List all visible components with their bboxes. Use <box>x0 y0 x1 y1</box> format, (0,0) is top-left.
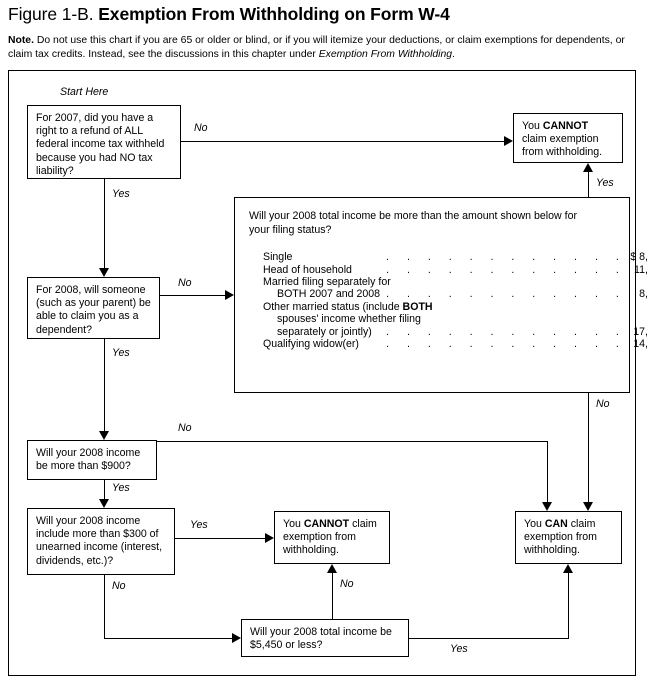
row-dots: . . . . . . . . . . . . <box>386 251 627 264</box>
edge-refund-no-line <box>181 141 504 142</box>
note-tail: . <box>452 49 455 60</box>
edge-total5450-yes-vline <box>568 573 569 639</box>
table-row: Single . . . . . . . . . . . . $ 8,950 <box>263 251 647 263</box>
node-question-income-900[interactable]: Will your 2008 income be more than $900? <box>27 440 157 480</box>
edge-dependent-no-line <box>160 295 225 296</box>
row-dots: . . . . . . . . . . . . <box>386 288 627 301</box>
edge-income900-no-hline <box>157 441 547 442</box>
edge-income900-yes-arrow <box>99 499 109 508</box>
edge-table-yes-arrow <box>583 163 593 172</box>
row-amount: 8,950 <box>639 288 647 301</box>
income-table-question-line2: your filing status? <box>249 223 332 236</box>
table-row: Head of household . . . . . . . . . . . … <box>263 264 647 276</box>
table-row: BOTH 2007 and 2008 . . . . . . . . . . .… <box>263 288 647 300</box>
node-question-refund-2007[interactable]: For 2007, did you have a right to a refu… <box>27 105 181 179</box>
edge-total5450-no-line <box>332 573 333 619</box>
can-text-a: You <box>524 518 545 530</box>
cannot-bottom-emphasis: CANNOT <box>303 518 350 530</box>
edge-label-unearned-yes: Yes <box>188 519 210 531</box>
edge-label-table-yes: Yes <box>594 177 616 189</box>
edge-income900-no-arrow <box>542 502 552 511</box>
edge-label-refund-yes: Yes <box>110 188 132 200</box>
row-amount: 14,400 <box>633 338 647 351</box>
row-label: Married filing separately for <box>263 276 391 288</box>
edge-label-total5450-no: No <box>338 578 356 590</box>
edge-income900-no-vline <box>547 441 548 502</box>
edge-total5450-yes-arrow <box>563 564 573 573</box>
node-question-total-5450[interactable]: Will your 2008 total income be $5,450 or… <box>241 619 409 657</box>
figure-label: Figure 1-B. <box>8 4 94 24</box>
edge-dependent-yes-arrow <box>99 431 109 440</box>
row-label-emphasis: BOTH <box>402 300 433 313</box>
row-label: spouses' income whether filing <box>277 313 421 326</box>
edge-table-no-line <box>588 393 589 502</box>
table-row: Other married status (include BOTH <box>263 301 647 313</box>
row-dots: . . . . . . . . . . . . <box>386 263 627 276</box>
page-title: Figure 1-B. Exemption From Withholding o… <box>8 4 638 25</box>
start-here-label: Start Here <box>60 86 109 98</box>
node-result-cannot-bottom[interactable]: You CANNOT claim exemption from withhold… <box>274 511 390 564</box>
figure-title: Exemption From Withholding on Form W-4 <box>98 4 450 24</box>
edge-dependent-no-arrow <box>225 290 234 300</box>
node-result-can[interactable]: You CAN claim exemption from withholding… <box>515 511 622 564</box>
edge-label-total5450-yes: Yes <box>448 643 470 655</box>
edge-total5450-yes-hline <box>409 638 569 639</box>
edge-unearned-no-vline <box>104 575 105 638</box>
edge-label-unearned-no: No <box>110 580 128 592</box>
edge-label-dependent-yes: Yes <box>110 347 132 359</box>
edge-label-dependent-no: No <box>176 277 194 289</box>
edge-label-refund-no: No <box>192 122 210 134</box>
note-emphasis: Exemption From Withholding <box>318 49 453 60</box>
node-question-dependent-2008[interactable]: For 2008, will someone (such as your par… <box>27 277 160 339</box>
table-row: separately or jointly) . . . . . . . . .… <box>263 326 647 338</box>
edge-label-income900-no: No <box>176 422 194 434</box>
edge-label-table-no: No <box>594 398 612 410</box>
table-row: Married filing separately for <box>263 276 647 288</box>
note-paragraph: Note. Do not use this chart if you are 6… <box>8 34 636 62</box>
note-lead: Note. <box>8 35 34 46</box>
table-row: Qualifying widow(er) . . . . . . . . . .… <box>263 338 647 350</box>
flowchart-frame <box>8 70 636 676</box>
edge-label-income900-yes: Yes <box>110 482 132 494</box>
edge-unearned-yes-arrow <box>265 533 274 543</box>
edge-dependent-yes-line <box>104 339 105 431</box>
edge-refund-yes-line <box>104 179 105 268</box>
row-label: Head of household <box>263 263 352 276</box>
can-text-c: claim exemption from withholding. <box>524 518 598 557</box>
cannot-top-text-a: You <box>522 120 543 132</box>
cannot-top-emphasis: CANNOT <box>542 120 589 132</box>
income-table-question: Will your 2008 total income be more than… <box>249 210 617 237</box>
row-dots: . . . . . . . . . . . . <box>386 338 627 351</box>
edge-table-no-arrow <box>583 502 593 511</box>
row-label: Other married status (include BOTH <box>263 300 433 313</box>
edge-unearned-no-arrow <box>232 633 241 643</box>
edge-income900-yes-line <box>104 480 105 499</box>
edge-unearned-yes-line <box>175 538 265 539</box>
edge-unearned-no-hline <box>104 638 232 639</box>
income-table-question-line1: Will your 2008 total income be more than… <box>249 210 577 222</box>
row-label: Qualifying widow(er) <box>263 338 359 351</box>
table-row: spouses' income whether filing <box>263 313 647 325</box>
edge-total5450-no-arrow <box>327 564 337 573</box>
node-result-cannot-top[interactable]: You CANNOT claim exemption from withhold… <box>513 113 623 163</box>
row-label: Single <box>263 251 293 264</box>
edge-table-yes-line <box>588 172 589 198</box>
row-amount: $ 8,950 <box>630 251 647 264</box>
edge-refund-no-arrow <box>504 136 513 146</box>
cannot-bottom-text-c: claim exemption from withholding. <box>283 518 377 557</box>
row-amount: 11,500 <box>634 263 647 276</box>
row-dots: . . . . . . . . . . . . <box>386 325 627 338</box>
cannot-bottom-text-a: You <box>283 518 304 530</box>
income-threshold-table: Single . . . . . . . . . . . . $ 8,950 H… <box>263 251 647 350</box>
row-label: BOTH 2007 and 2008 <box>277 288 381 301</box>
can-emphasis: CAN <box>544 518 568 530</box>
node-income-threshold-table[interactable]: Will your 2008 total income be more than… <box>234 197 647 393</box>
row-amount: 17,900 <box>633 325 647 338</box>
note-body: Do not use this chart if you are 65 or o… <box>8 35 625 60</box>
node-question-unearned-300[interactable]: Will your 2008 income include more than … <box>27 508 175 575</box>
row-label: separately or jointly) <box>277 325 372 338</box>
edge-refund-yes-arrow <box>99 268 109 277</box>
cannot-top-text-c: claim exemption from withholding. <box>522 133 603 159</box>
